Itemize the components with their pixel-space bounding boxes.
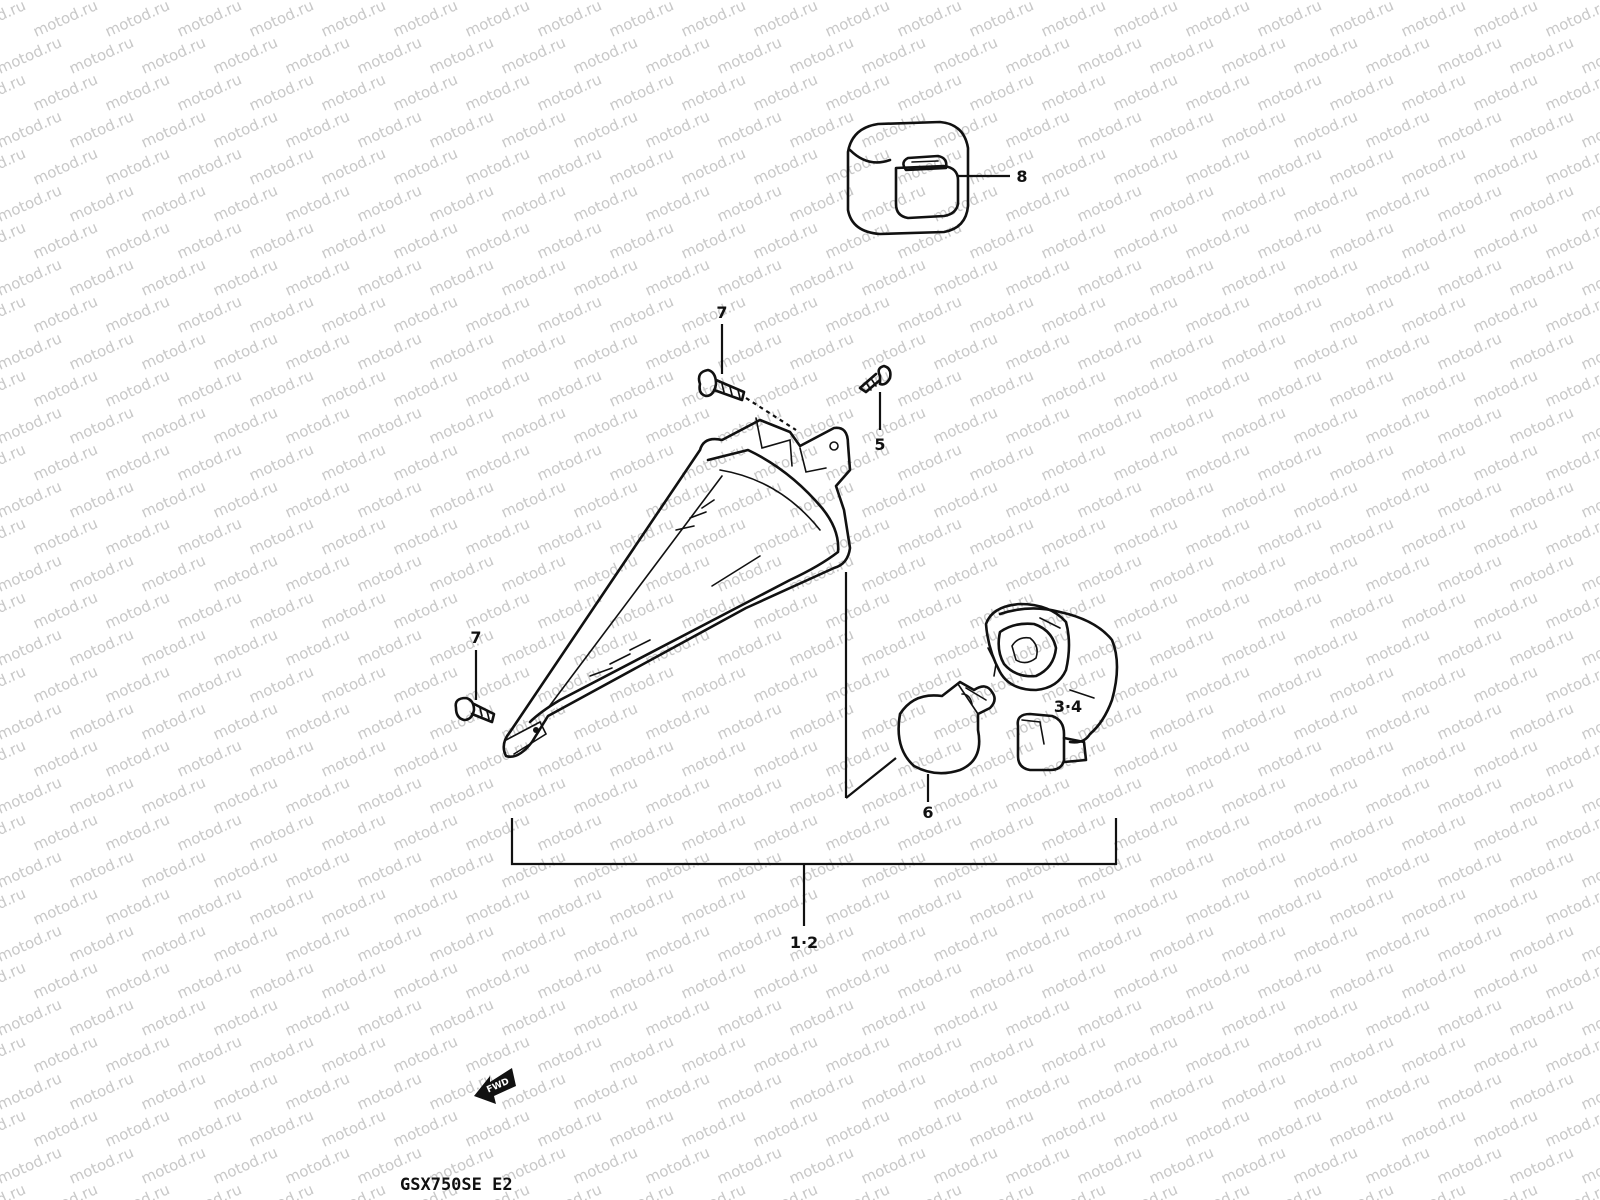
callout-7-top: 7 [716, 303, 727, 322]
callout-5: 5 [874, 435, 885, 454]
callout-1-2: 1·2 [790, 933, 818, 952]
callout-8: 8 [1016, 167, 1027, 186]
relay-unit [846, 120, 1010, 236]
forward-arrow-icon: FWD [474, 1068, 516, 1104]
screw-top [697, 324, 797, 431]
callout-7-left: 7 [470, 628, 481, 647]
screw-right [858, 364, 892, 430]
screw-left [454, 650, 496, 724]
callout-6: 6 [922, 803, 933, 822]
assembly-bracket [510, 572, 1118, 926]
bulb-socket [984, 602, 1119, 772]
model-label: GSX750SE E2 [400, 1175, 513, 1195]
turn-signal-lens-housing [502, 417, 852, 758]
callout-3-4: 3·4 [1054, 697, 1082, 716]
bulb [897, 680, 996, 802]
